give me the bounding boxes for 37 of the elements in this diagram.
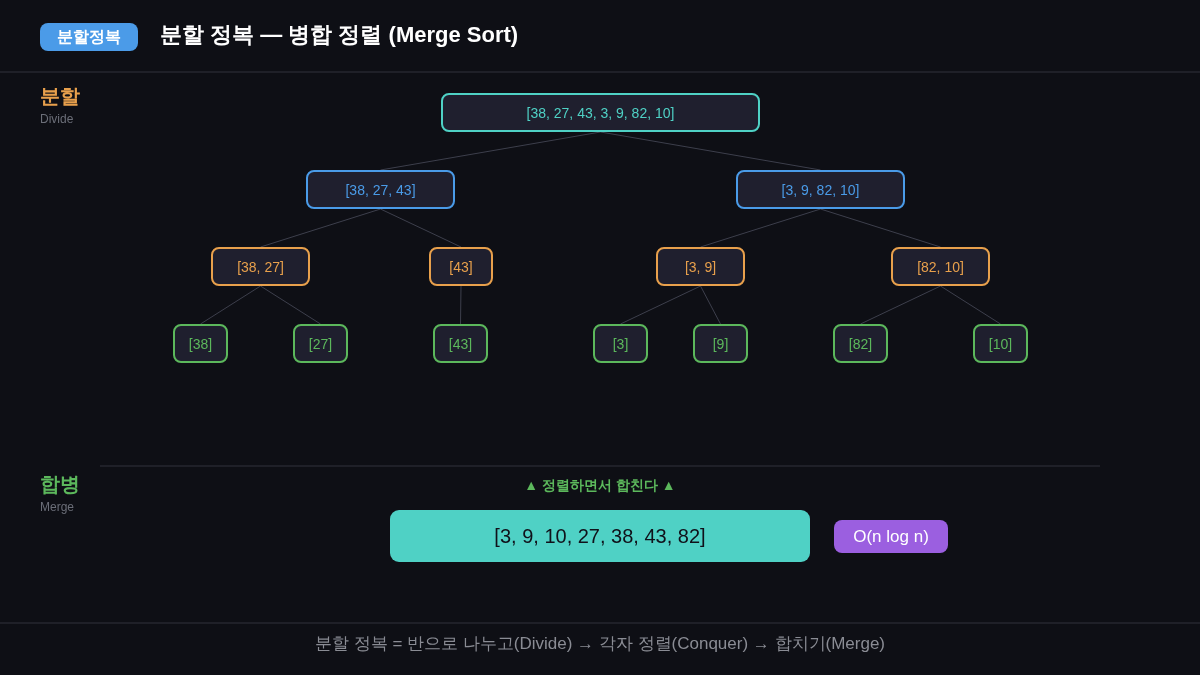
connector-line <box>600 131 821 171</box>
section-subtitle: Merge <box>40 500 74 515</box>
array-box: [3, 9, 82, 10] <box>736 170 905 209</box>
connector-line <box>260 285 321 325</box>
array-box: [3] <box>593 324 648 363</box>
array-box: [38] <box>173 324 228 363</box>
tag-badge: 분할정복 <box>40 23 138 51</box>
array-box: [3, 9] <box>656 247 745 286</box>
connector-line <box>860 285 941 325</box>
connector-line <box>700 285 721 325</box>
array-box: [43] <box>433 324 488 363</box>
array-box: [27] <box>293 324 348 363</box>
connector-line <box>380 208 462 248</box>
complexity-badge: O(n log n) <box>834 520 948 553</box>
connector-line <box>460 285 462 325</box>
array-box: [38, 27, 43, 3, 9, 82, 10] <box>441 93 760 132</box>
connector-line <box>700 208 821 248</box>
connector-line <box>380 131 601 171</box>
array-box: [38, 27, 43] <box>306 170 455 209</box>
array-box: [43] <box>429 247 493 286</box>
connector-line <box>620 285 701 325</box>
section-heading: 합병 <box>40 472 80 496</box>
result-box: [3, 9, 10, 27, 38, 43, 82] <box>390 510 810 562</box>
connector-line <box>820 208 941 248</box>
array-box: [82, 10] <box>891 247 990 286</box>
array-box: [10] <box>973 324 1028 363</box>
array-box: [9] <box>693 324 748 363</box>
caption: 분할 정복 = 반으로 나누고(Divide) → 각자 정렬(Conquer) → 합치기(Merge) <box>315 634 885 655</box>
connector-line <box>200 285 261 325</box>
array-box: [82] <box>833 324 888 363</box>
connector-line <box>940 285 1001 325</box>
note: ▲ 정렬하면서 합친다 ▲ <box>524 477 676 494</box>
title: 분할 정복 — 병합 정렬 (Merge Sort) <box>160 22 519 49</box>
section-subtitle: Divide <box>40 112 74 127</box>
section-heading: 분할 <box>40 84 80 108</box>
connector-line <box>260 208 381 248</box>
array-box: [38, 27] <box>211 247 310 286</box>
